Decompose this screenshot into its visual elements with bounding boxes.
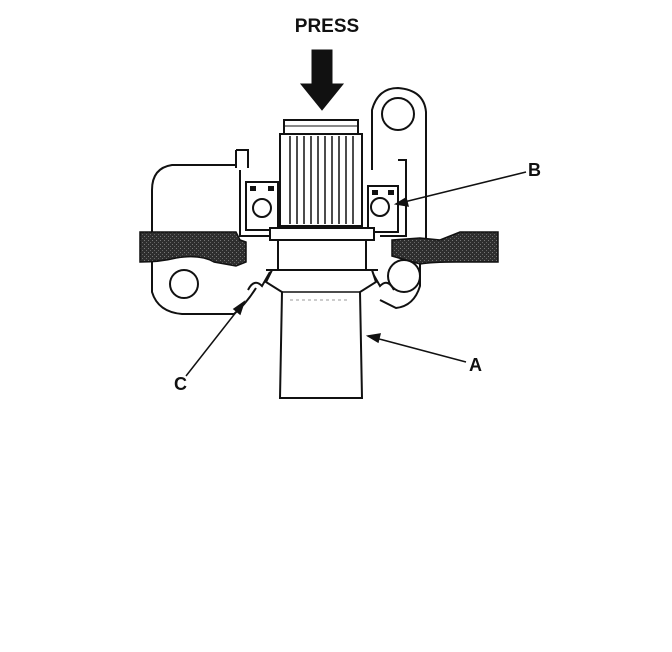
knuckle-housing <box>151 86 427 315</box>
callout-b-label: B <box>528 160 541 180</box>
support-pipe <box>264 269 378 399</box>
callout-c-label: C <box>174 374 187 394</box>
lower-lug-hole <box>169 269 199 299</box>
press-label: PRESS <box>295 16 359 37</box>
press-arrow <box>299 49 345 111</box>
bearing-ball-left <box>252 198 272 218</box>
press-driver <box>279 119 363 227</box>
callout-leaders <box>185 171 527 377</box>
flange-section-right <box>391 231 499 265</box>
flange-section-left <box>139 231 247 267</box>
bearing-race-marks <box>250 186 394 195</box>
bearing-ball-right <box>370 197 390 217</box>
upper-lug-hole <box>381 97 415 131</box>
callout-a-label: A <box>469 355 482 375</box>
hub <box>269 227 375 271</box>
